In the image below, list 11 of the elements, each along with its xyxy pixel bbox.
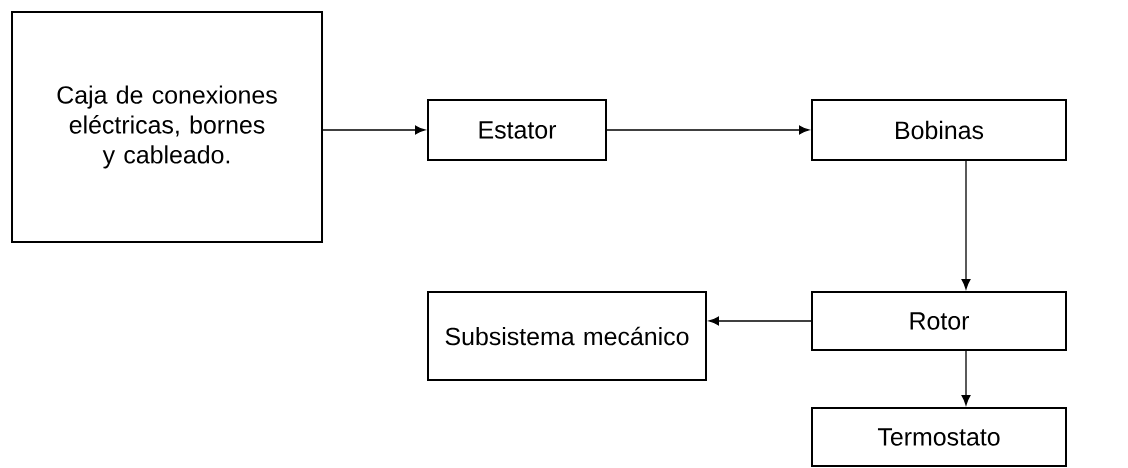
- process-box: Rotor: [811, 291, 1067, 351]
- process-box: Estator: [427, 99, 607, 161]
- process-box: Caja de conexiones eléctricas, bornes y cableado.: [11, 11, 323, 243]
- process-box: Bobinas: [811, 99, 1067, 161]
- arrow: [961, 350, 971, 406]
- process-box: Subsistema mecánico: [427, 291, 707, 381]
- arrow: [322, 125, 426, 135]
- arrow: [961, 160, 971, 290]
- arrow: [708, 316, 812, 326]
- process-box: Termostato: [811, 407, 1067, 467]
- arrow: [606, 125, 810, 135]
